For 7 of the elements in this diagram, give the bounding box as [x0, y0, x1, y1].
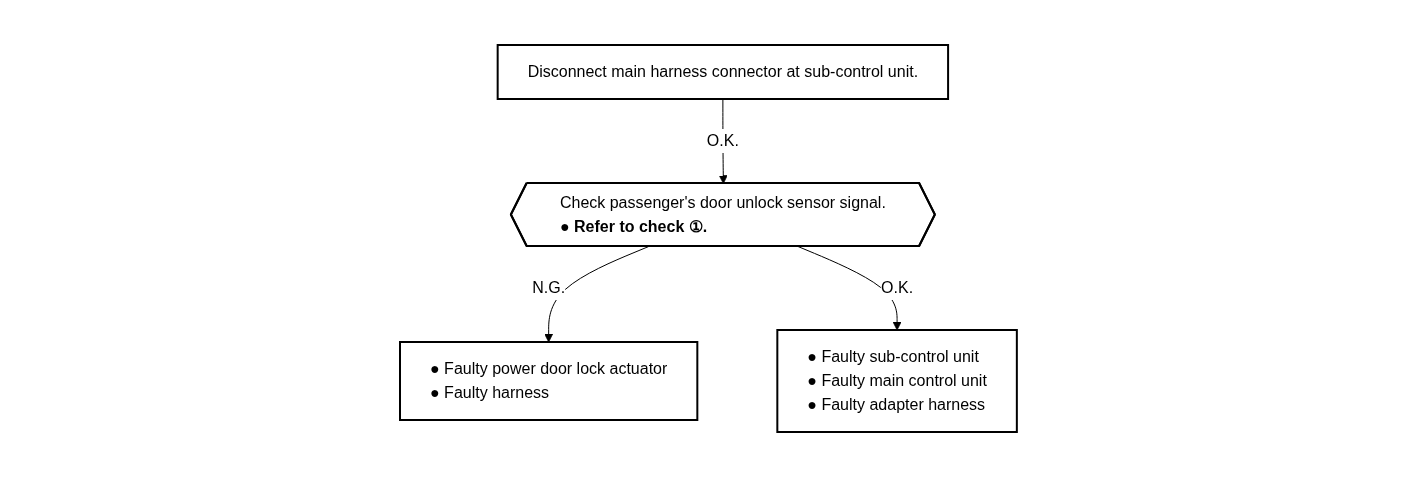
- edge-label: N.G.: [532, 279, 566, 296]
- edge-label: O.K.: [881, 279, 914, 296]
- arrow: [797, 246, 902, 331]
- node-box: Disconnect main harness connector at sub-control unit.: [496, 44, 950, 100]
- edge-label: O.K.: [706, 132, 739, 149]
- node-box: ● Faulty sub-control unit ● Faulty main control unit ● Faulty adapter harness: [776, 329, 1018, 433]
- node-box: ● Faulty power door lock actuator ● Faulty harness: [399, 341, 699, 421]
